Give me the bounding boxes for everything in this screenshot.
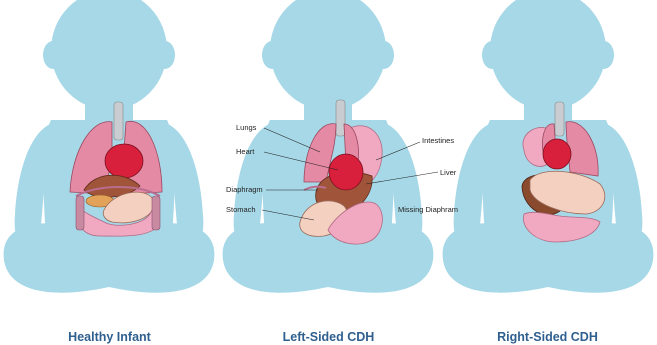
label-liver: Liver <box>440 168 457 177</box>
caption-right-sided-cdh: Right-Sided CDH <box>438 330 657 344</box>
trachea <box>555 102 564 136</box>
left-kidney-tube <box>76 196 84 230</box>
caption-healthy-infant: Healthy Infant <box>0 330 219 344</box>
right-kidney-tube <box>152 196 160 230</box>
label-heart: Heart <box>236 147 255 156</box>
trachea <box>336 100 345 136</box>
label-lungs: Lungs <box>236 123 257 132</box>
label-missing-diaphragm: Missing Diaphram <box>398 205 458 214</box>
heart <box>543 139 571 169</box>
label-diaphragm: Diaphragm <box>226 185 263 194</box>
label-intestines: Intestines <box>422 136 454 145</box>
trachea <box>114 102 123 140</box>
heart <box>105 144 143 178</box>
caption-left-sided-cdh: Left-Sided CDH <box>219 330 438 344</box>
label-stomach: Stomach <box>226 205 256 214</box>
heart <box>329 154 363 190</box>
